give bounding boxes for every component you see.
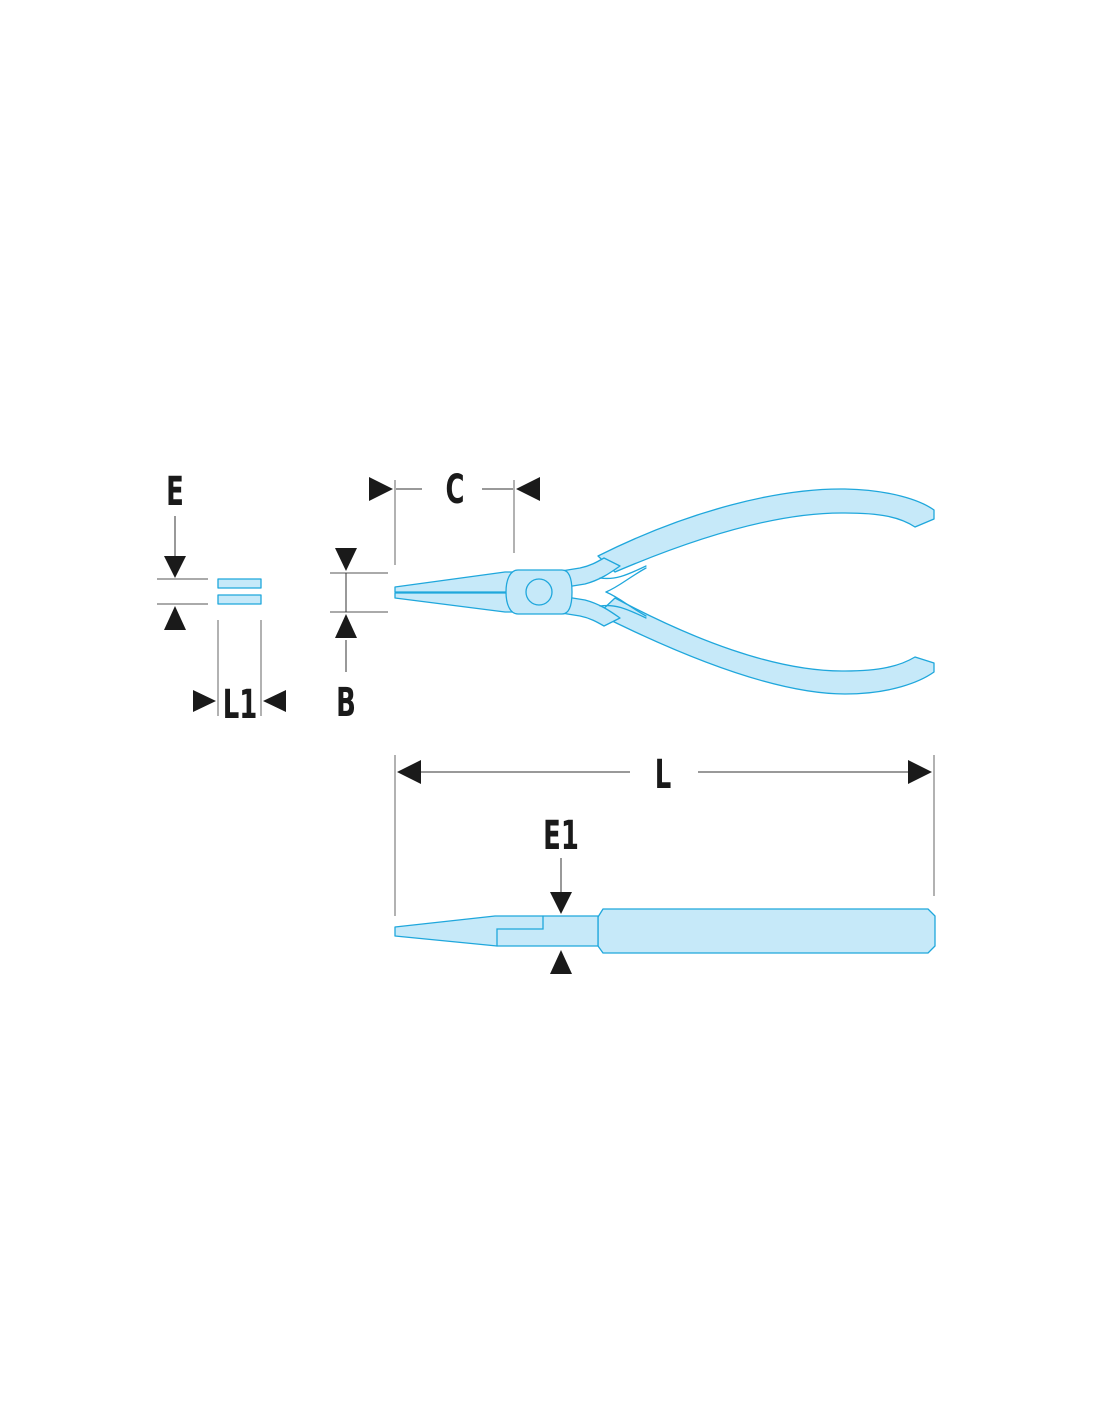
dimension-b: B: [330, 548, 388, 726]
lower-jaw: [394, 592, 516, 613]
arrow-left-icon: [263, 690, 286, 712]
arrow-left-icon: [516, 477, 540, 501]
label-l1: L1: [223, 682, 258, 728]
arrow-right-icon: [193, 690, 216, 712]
arrow-down-icon: [550, 892, 572, 914]
lower-handle: [597, 597, 935, 695]
jaw-section-lower: [217, 594, 262, 605]
label-c: C: [445, 467, 464, 513]
arrow-up-icon: [164, 606, 186, 630]
upper-jaw: [394, 571, 516, 593]
dimension-l1: L1: [193, 620, 286, 728]
label-e: E: [166, 469, 184, 515]
arrow-right-icon: [369, 477, 393, 501]
label-l: L: [655, 752, 672, 798]
pliers-side-view-icon: [394, 908, 936, 954]
dimension-e: E: [157, 469, 208, 630]
spring-line: [599, 604, 647, 619]
label-e1: E1: [543, 813, 579, 859]
label-b: B: [336, 680, 356, 726]
dimension-e1: E1: [543, 813, 579, 974]
dimension-l: L: [394, 752, 935, 916]
arrow-right-icon: [908, 760, 932, 784]
upper-handle: [597, 488, 935, 573]
side-handle: [597, 908, 936, 954]
arrow-down-icon: [164, 556, 186, 578]
dimension-c: C: [369, 467, 540, 565]
arrow-up-icon: [550, 950, 572, 974]
pivot-screw-icon: [525, 578, 553, 606]
pliers-top-view-icon: [394, 488, 935, 695]
spring-line: [599, 565, 647, 580]
arrow-left-icon: [397, 760, 421, 784]
spring-line: [605, 591, 647, 617]
side-jaw-step: [496, 915, 544, 947]
spring-line: [605, 567, 647, 593]
jaw-cross-section-icon: [217, 578, 262, 605]
arrow-up-icon: [335, 614, 357, 638]
jaw-section-upper: [217, 578, 262, 589]
arrow-down-icon: [335, 548, 357, 571]
